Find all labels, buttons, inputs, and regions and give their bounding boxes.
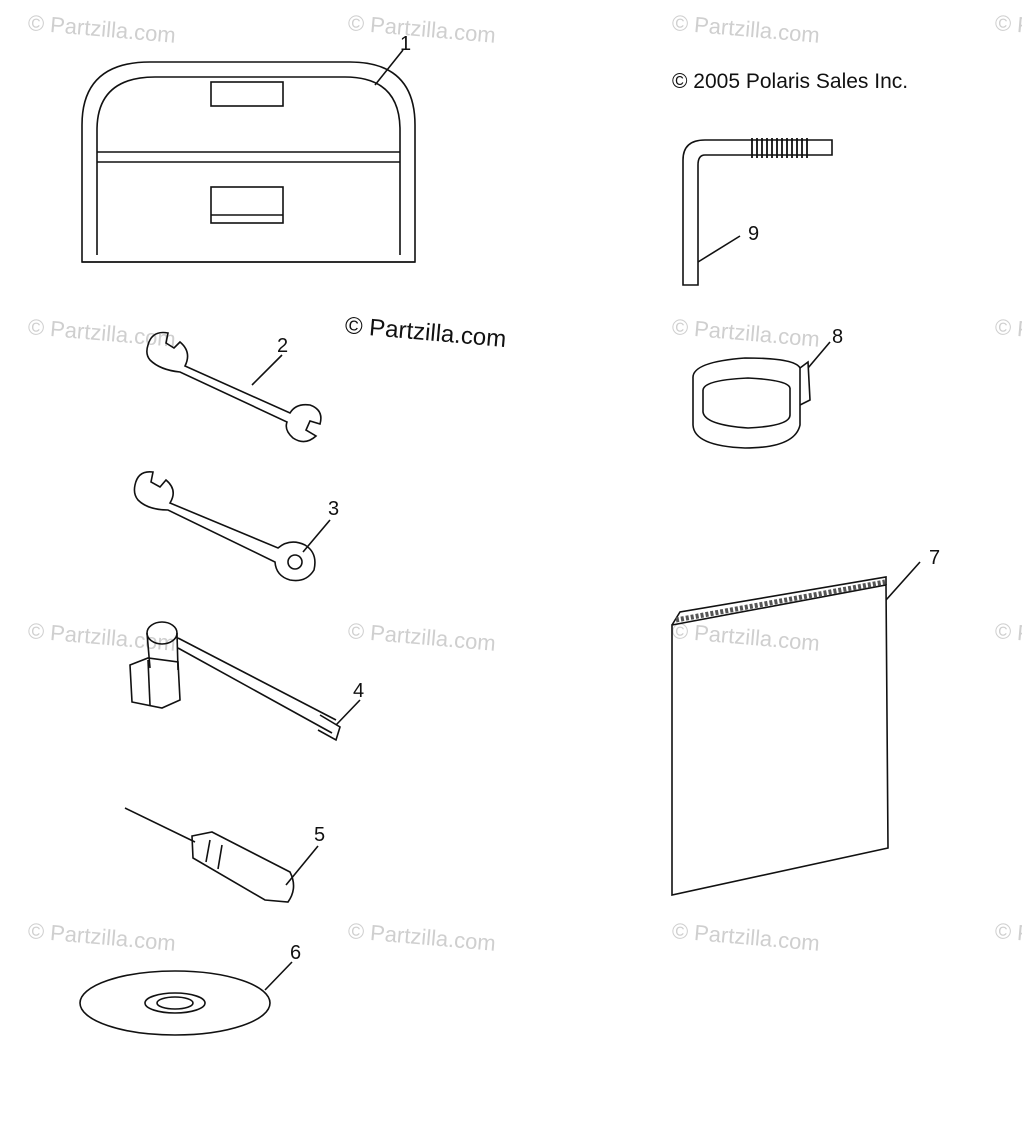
strap-icon (692, 341, 831, 449)
screwdriver-icon (124, 807, 319, 903)
cd-disc-icon (79, 961, 293, 1036)
callout-7: 7 (929, 547, 940, 569)
callout-3: 3 (328, 498, 339, 520)
owners-manual-icon (671, 561, 921, 896)
combination-wrench-icon (133, 470, 331, 582)
callout-5: 5 (314, 824, 325, 846)
spark-plug-wrench-icon (129, 621, 361, 742)
copyright-notice: © 2005 Polaris Sales Inc. (672, 70, 909, 93)
callout-9: 9 (748, 223, 759, 245)
hex-key-icon (682, 138, 833, 286)
callout-2: 2 (277, 335, 288, 357)
open-end-wrench-icon (146, 331, 322, 443)
callout-1: 1 (400, 33, 411, 55)
callout-6: 6 (290, 942, 301, 964)
callout-8: 8 (832, 326, 843, 348)
toolkit-case-icon (81, 49, 416, 263)
callout-4: 4 (353, 680, 364, 702)
